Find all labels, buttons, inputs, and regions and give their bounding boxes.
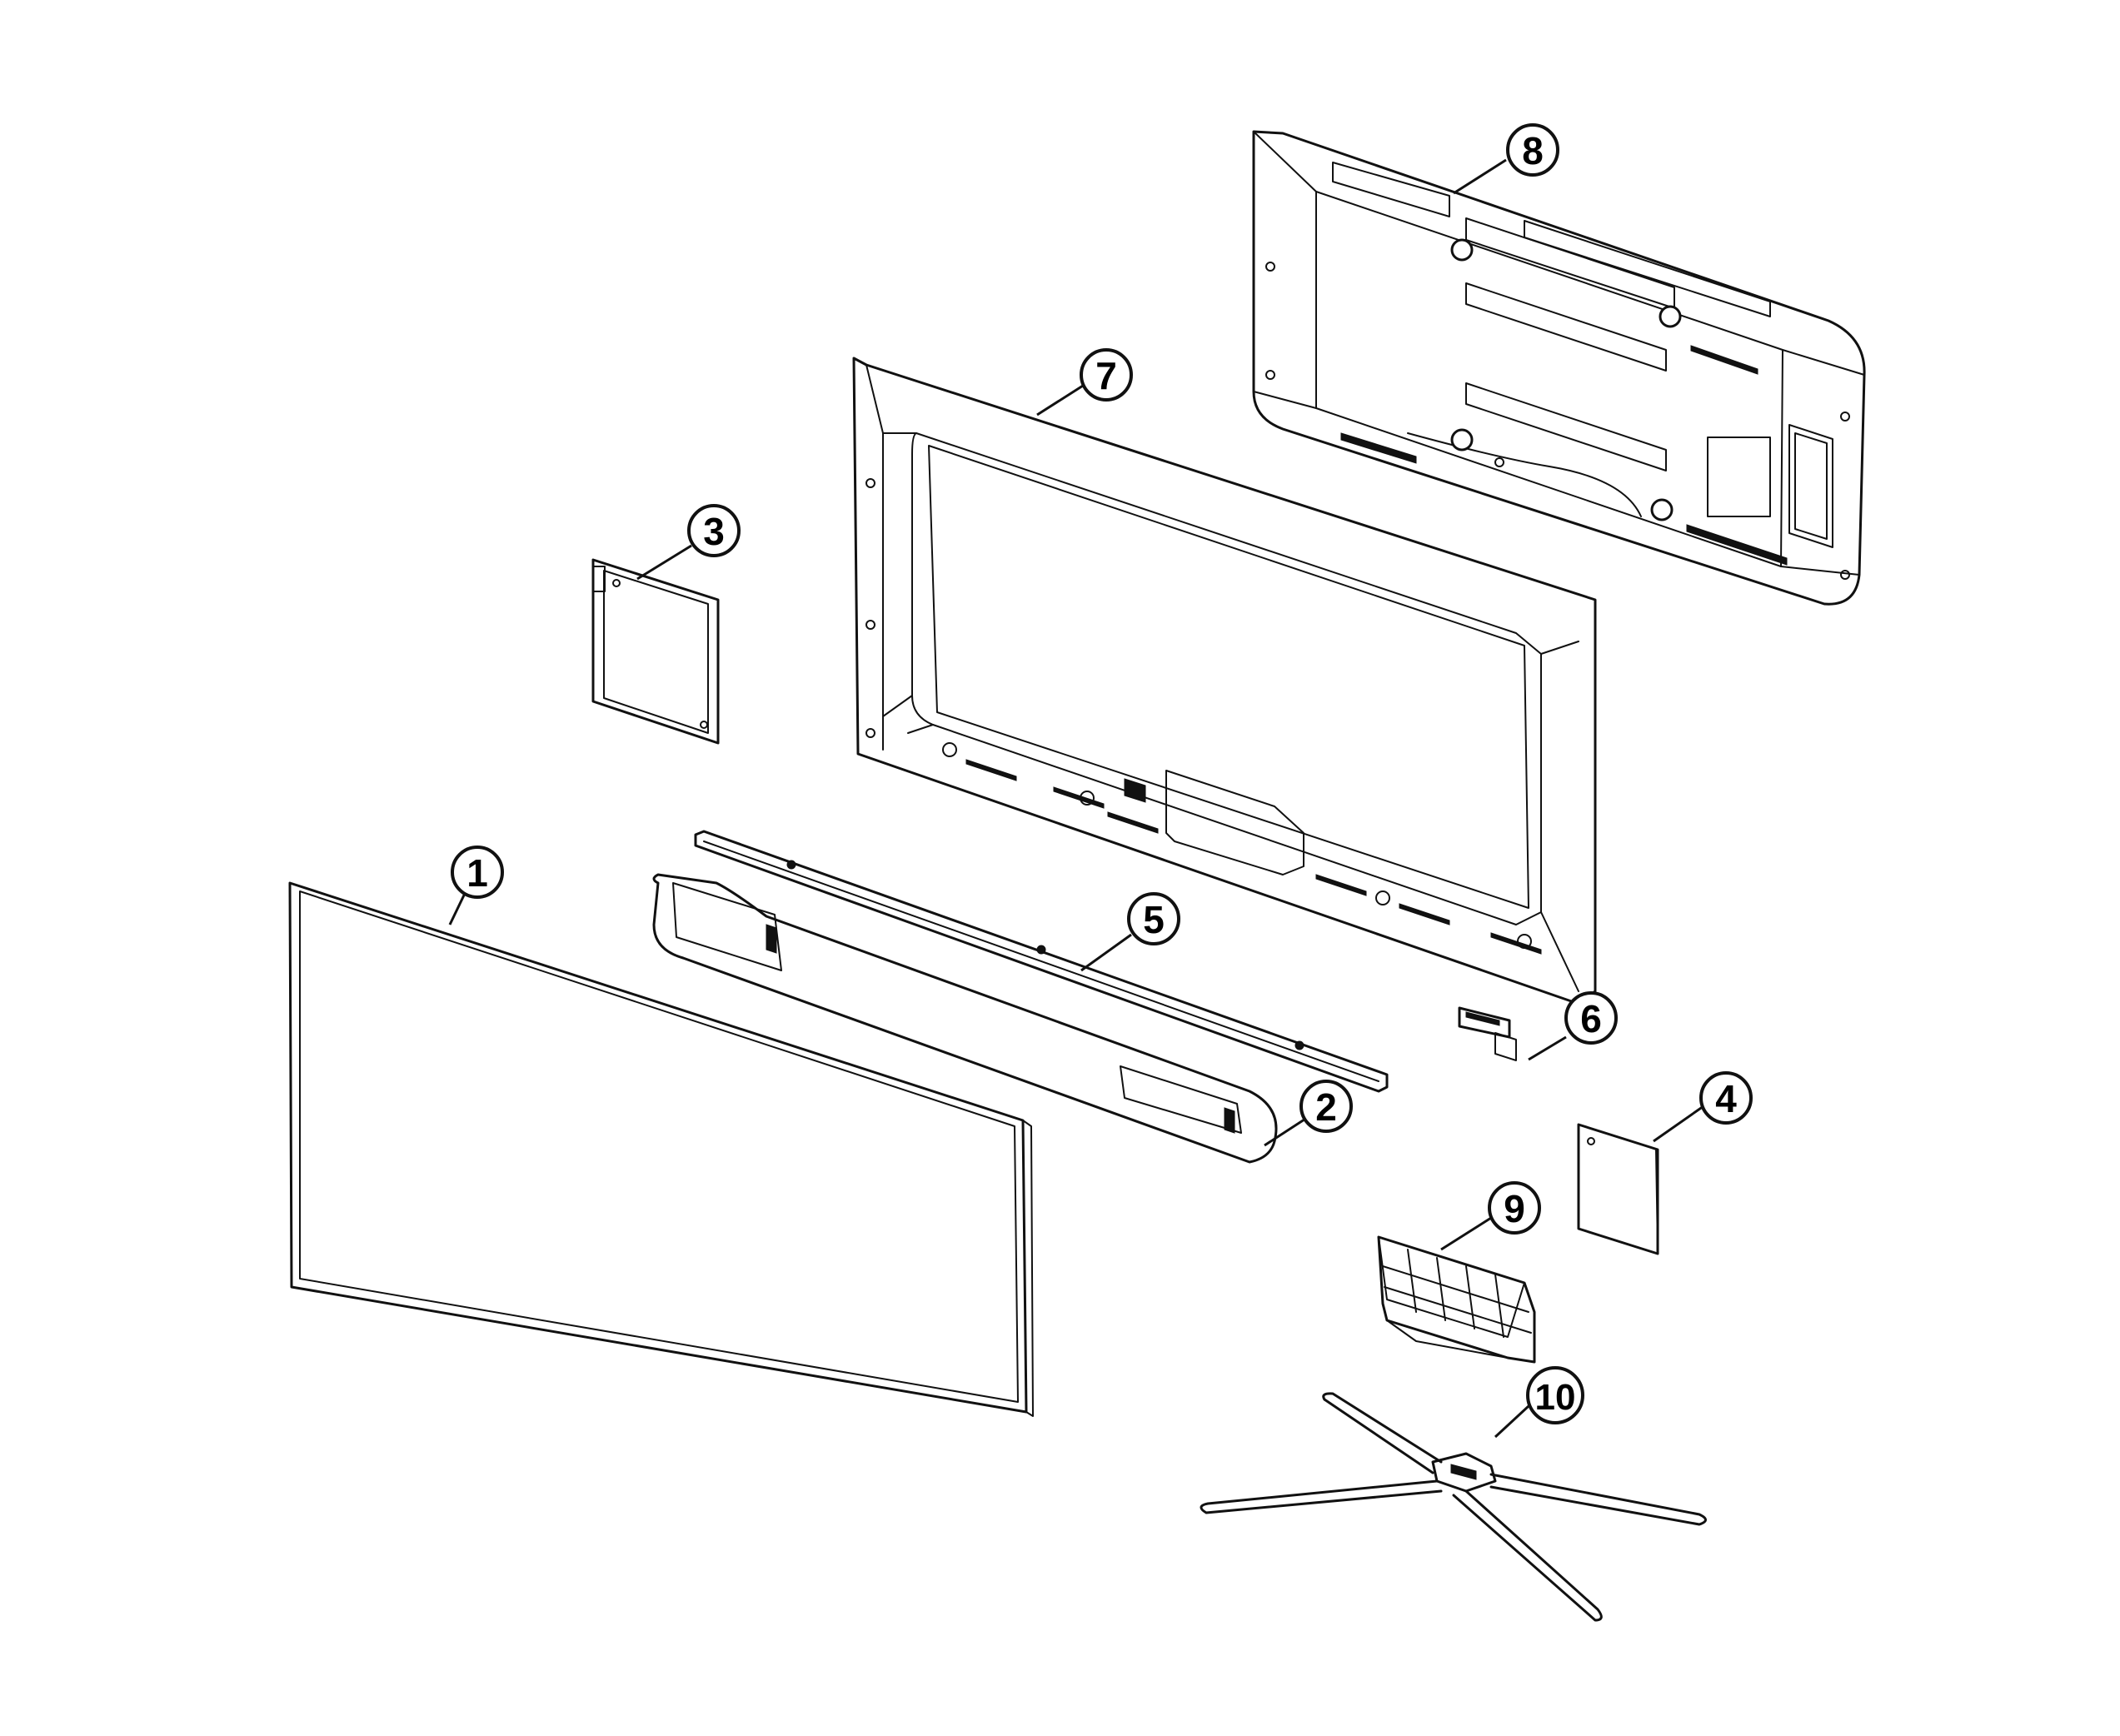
callout-5-label: 5 — [1143, 898, 1165, 941]
part-8-rear-cover — [1252, 130, 1866, 606]
callout-7-label: 7 — [1095, 354, 1117, 397]
callout-4: 4 — [1699, 1071, 1753, 1125]
part-5-bottom-bar — [694, 830, 1389, 1093]
callout-1: 1 — [451, 846, 504, 899]
callout-2-label: 2 — [1315, 1085, 1337, 1129]
callout-10: 10 — [1526, 1366, 1584, 1424]
part-6-small-board — [1458, 1006, 1517, 1061]
callout-2: 2 — [1299, 1080, 1353, 1133]
part-10-stand — [1200, 1392, 1707, 1622]
callout-3: 3 — [687, 504, 741, 557]
leader-lines — [448, 158, 1704, 1439]
callout-3-label: 3 — [703, 510, 725, 553]
callout-6: 6 — [1564, 991, 1618, 1045]
callout-6-label: 6 — [1580, 997, 1602, 1040]
callout-5: 5 — [1127, 892, 1180, 945]
part-3-main-board — [591, 558, 720, 745]
callout-1-label: 1 — [466, 851, 488, 895]
callout-8: 8 — [1506, 123, 1559, 177]
part-9-cover — [1377, 1235, 1536, 1364]
part-4-side-board — [1577, 1123, 1659, 1255]
callout-4-label: 4 — [1715, 1077, 1737, 1120]
callout-9: 9 — [1488, 1181, 1541, 1235]
part-2-speaker-assembly — [652, 873, 1278, 1164]
callout-8-label: 8 — [1522, 129, 1544, 172]
part-1-front-panel — [288, 881, 1034, 1417]
callout-10-label: 10 — [1535, 1377, 1576, 1418]
part-7-middle-frame — [852, 357, 1597, 1005]
callout-9-label: 9 — [1504, 1187, 1525, 1230]
callout-7: 7 — [1080, 348, 1133, 402]
